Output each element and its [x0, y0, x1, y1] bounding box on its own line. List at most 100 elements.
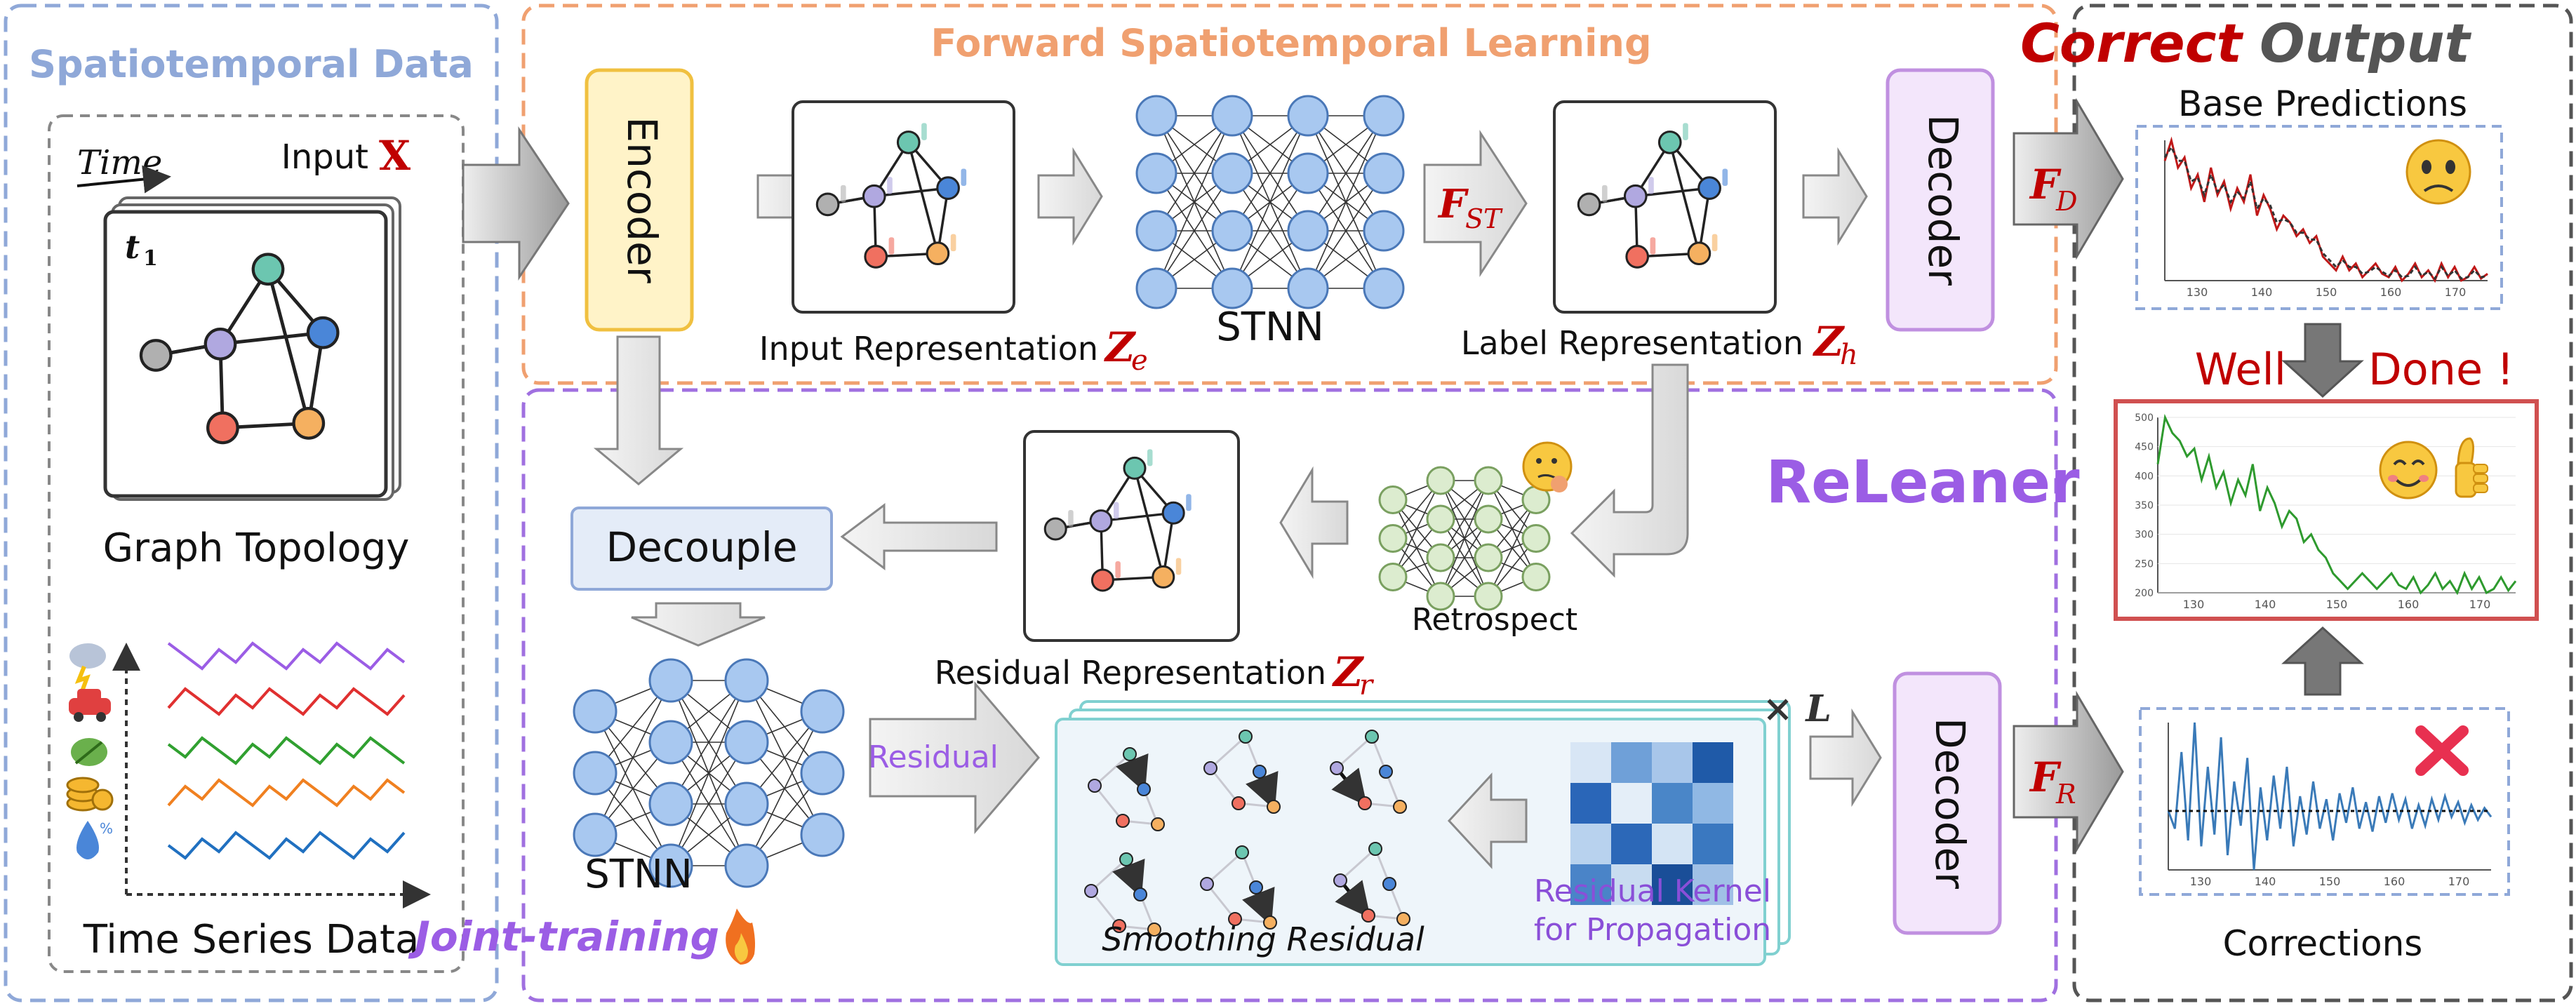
graph-edge	[1669, 142, 1701, 254]
nn-edge	[1307, 173, 1384, 289]
residual-node	[1084, 884, 1098, 898]
fire-icon	[726, 908, 755, 965]
residual-node	[1123, 747, 1137, 761]
kernel-cell	[1570, 742, 1611, 783]
nn-neuron	[1474, 466, 1503, 495]
propagation-edge	[1331, 767, 1368, 806]
nn-neuron	[800, 689, 845, 734]
chart-y-tick: 500	[2135, 413, 2154, 424]
releaner-title: ReLeaner	[1766, 448, 2080, 516]
feature-bar	[1147, 449, 1153, 467]
chart-x-tick: 140	[2255, 875, 2276, 888]
time-series-panel: %	[66, 641, 431, 908]
chart-x-tick: 150	[2326, 598, 2348, 611]
smoothing-residual-label: Smoothing Residual	[1102, 920, 1424, 958]
label-repr-symbol: Z	[1813, 318, 1846, 365]
decouple-box	[570, 507, 833, 591]
graph-edge	[1133, 467, 1165, 577]
time-arrow	[76, 165, 171, 194]
arrow-stnn-to-label-repr	[1423, 129, 1528, 278]
chart-x-tick: 160	[2380, 286, 2402, 299]
graph-node-orange	[292, 407, 326, 440]
panel-spatiotemporal-data	[4, 4, 499, 1002]
smile-emoji	[2379, 441, 2438, 499]
graph-node-teal	[896, 130, 921, 154]
time-series-lines	[167, 641, 406, 860]
nn-neuron	[648, 658, 693, 703]
f-d-sub: D	[2055, 186, 2077, 217]
chart-series-line	[2163, 145, 2488, 281]
graph-edge	[266, 269, 311, 424]
feature-bar	[961, 168, 967, 187]
nn-neuron	[1287, 267, 1329, 309]
chart-y-tick: 350	[2135, 500, 2154, 511]
nn-edge	[594, 680, 672, 836]
nn-edge	[1488, 499, 1537, 597]
faint-edge	[1093, 785, 1124, 821]
t-sub-label: 1	[143, 246, 158, 271]
faint-edge	[1090, 890, 1121, 927]
nn-neuron	[1363, 95, 1405, 137]
kernel-cell	[1693, 783, 1733, 824]
nn-edge	[670, 742, 747, 866]
graph-node-blue	[936, 176, 960, 200]
graph-node-purple	[203, 327, 237, 361]
residual-node	[1151, 817, 1165, 831]
kernel-cell	[1570, 824, 1611, 864]
residual-node	[1232, 796, 1246, 810]
residual-node	[1253, 765, 1267, 779]
nn-neuron	[724, 782, 769, 826]
nn-neuron	[1521, 563, 1551, 591]
arrow-decoder-to-base-predictions	[2013, 98, 2124, 260]
residual-node	[1235, 845, 1249, 859]
thinking-emoji	[1522, 441, 1573, 492]
nn-neuron	[800, 812, 845, 857]
residual-node	[1228, 912, 1242, 926]
kernel-cell	[1693, 824, 1733, 864]
encoder-box	[585, 68, 694, 332]
weather-icon	[69, 643, 106, 695]
input-repr-label: Input Representation	[759, 330, 1098, 368]
nn-edge	[1392, 480, 1441, 577]
chart-x-tick: 160	[2384, 875, 2405, 888]
graph-node-purple	[1623, 184, 1648, 208]
nn-neuron	[1363, 152, 1405, 194]
stnn-joint-label: STNN	[585, 852, 693, 897]
kernel-cell	[1652, 824, 1693, 864]
times-l-label: × L	[1763, 688, 1831, 730]
base-predictions-label: Base Predictions	[2178, 83, 2467, 124]
label-repr-box	[1553, 100, 1777, 314]
graph-edge	[1635, 187, 1710, 198]
graph-node-purple	[862, 184, 886, 208]
residual-node	[1147, 923, 1161, 937]
nn-edge	[1156, 115, 1233, 289]
arrow-decouple-to-stnn	[631, 602, 766, 647]
nn-neuron	[724, 843, 769, 888]
feature-bar	[1711, 234, 1718, 252]
well-done-row: Well Done !	[2195, 323, 2514, 398]
arrow-label-repr-to-retrospect	[1570, 363, 1689, 578]
chart-x-tick: 150	[2316, 286, 2337, 299]
nn-neuron	[1363, 267, 1405, 309]
faint-edge	[1209, 767, 1240, 804]
nn-neuron	[1211, 210, 1253, 252]
stnn-forward	[1135, 95, 1405, 309]
graph-node-red	[206, 411, 239, 445]
residual-repr-symbol: Z	[1332, 648, 1365, 696]
output-title-correct: Correct	[2020, 12, 2244, 74]
chart-y-tick: 400	[2135, 471, 2154, 482]
chart-x-tick: 160	[2398, 598, 2420, 611]
nn-neuron	[573, 812, 618, 857]
cross-mark-icon	[2415, 725, 2469, 776]
graph-node-red	[1625, 245, 1650, 269]
faint-edge	[1209, 735, 1247, 770]
corrections-label: Corrections	[2223, 923, 2423, 964]
chart-x-tick: 130	[2187, 286, 2208, 299]
chart-x-tick: 140	[2255, 598, 2276, 611]
nn-neuron	[1211, 95, 1253, 137]
panel-releaner	[521, 388, 2058, 1002]
output-title: Correct Output	[2020, 12, 2471, 74]
input-repr-caption: Input Representation Z e	[759, 323, 1148, 377]
